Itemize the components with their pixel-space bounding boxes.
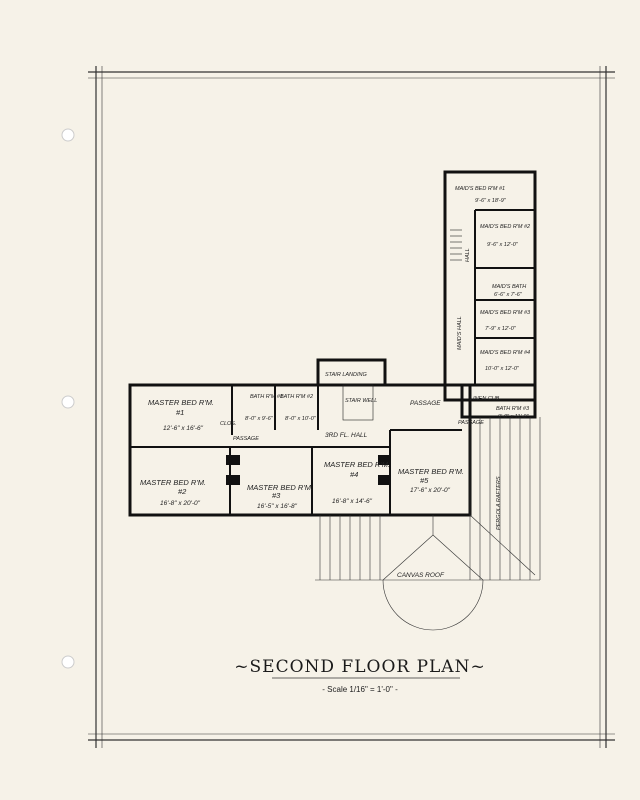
- maid4-label: MAID'S BED R'M #4: [480, 350, 530, 356]
- maids-hall-label: MAID'S HALL: [457, 316, 463, 350]
- maid2-size: 9'-6" x 12'-0": [487, 242, 519, 248]
- sheet-border: [88, 66, 615, 748]
- chimneys: [226, 455, 390, 485]
- master3-number: #3: [272, 491, 281, 500]
- maid3-size: 7'-9" x 12'-0": [485, 326, 517, 332]
- punch-hole: [61, 128, 75, 142]
- pergola-label: PERGOLA RAFTERS: [496, 476, 502, 530]
- stairs: [342, 229, 462, 421]
- maid3-label: MAID'S BED R'M #3: [480, 310, 531, 316]
- hall-label: HALL: [465, 248, 471, 262]
- porch-rafters: [315, 417, 541, 631]
- master2-size: 16'-8" x 20'-0": [160, 500, 201, 507]
- maid4-size: 10'-0" x 12'-0": [485, 366, 520, 372]
- master1-size: 12'-6" x 16'-6": [163, 425, 204, 432]
- bath2-label: BATH R'M #2: [280, 394, 313, 400]
- maid1-label: MAID'S BED R'M #1: [455, 186, 505, 192]
- stair-landing-label: STAIR LANDING: [325, 372, 367, 378]
- bath2-size: 8'-0" x 10'-0": [285, 416, 317, 422]
- master4-number: #4: [350, 470, 358, 479]
- linen-label: LINEN CUB.: [470, 396, 501, 402]
- punch-hole: [61, 655, 75, 669]
- passage-upper-label: PASSAGE: [410, 400, 441, 407]
- drawing-scale: - Scale 1/16" = 1'-0" -: [322, 685, 398, 694]
- master1-label: MASTER BED R'M.: [148, 398, 214, 407]
- stair-well-label: STAIR WELL: [345, 398, 377, 404]
- bath1-label: BATH R'M #1: [250, 394, 283, 400]
- maid2-label: MAID'S BED R'M #2: [480, 224, 530, 230]
- passage-left-label: PASSAGE: [233, 436, 259, 442]
- master3-size: 16'-5" x 16'-8": [257, 503, 298, 510]
- maid1-size: 9'-6" x 18'-9": [475, 198, 507, 204]
- master3-label: MASTER BED R'M.: [247, 483, 313, 492]
- bath3-size: 9'-0" x 11'-0": [498, 414, 529, 420]
- drawing-title: ~SECOND FLOOR PLAN~: [234, 657, 485, 677]
- maids-bath-label: MAID'S BATH: [492, 284, 526, 290]
- third-floor-hall-label: 3RD FL. HALL: [325, 432, 368, 439]
- master5-size: 17'-6" x 20'-0": [410, 487, 451, 494]
- canvas-roof-label: CANVAS ROOF: [397, 572, 445, 579]
- master4-label: MASTER BED R'M.: [324, 460, 390, 469]
- master2-number: #2: [178, 487, 187, 496]
- clos-label: CLOS.: [220, 421, 237, 427]
- master1-number: #1: [176, 408, 184, 417]
- master4-size: 16'-8" x 14'-6": [332, 498, 373, 505]
- master5-number: #5: [420, 476, 429, 485]
- master5-label: MASTER BED R'M.: [398, 467, 464, 476]
- bath1-size: 8'-0" x 9'-6": [245, 416, 274, 422]
- bath3-label: BATH R'M #3: [496, 406, 530, 412]
- punch-hole: [61, 395, 75, 409]
- maids-bath-size: 6'-6" x 7'-6": [494, 292, 523, 298]
- master2-label: MASTER BED R'M.: [140, 478, 206, 487]
- passage-right-label: PASSAGE: [458, 420, 484, 426]
